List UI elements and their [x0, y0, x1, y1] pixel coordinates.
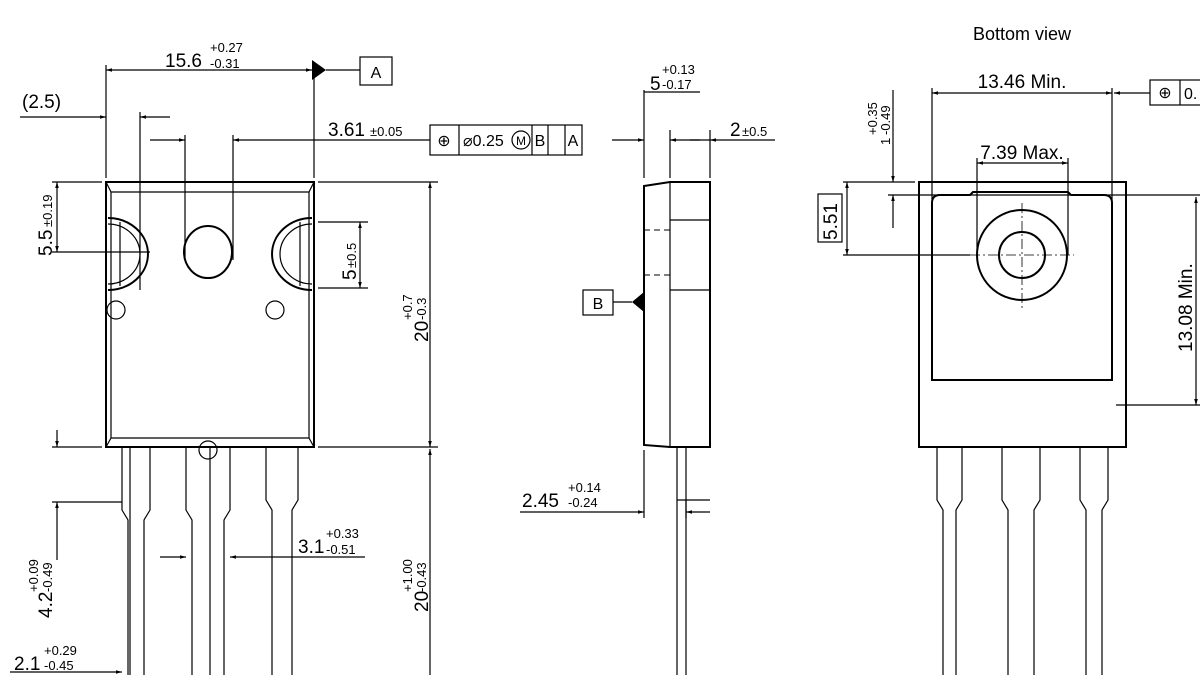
lead-width-dim-upper: +0.33 [326, 526, 359, 541]
lead-narrow-dim-upper: +0.29 [44, 643, 77, 658]
lead-narrow-dim-nominal: 2.1 [14, 654, 40, 675]
ejector-hole-bottom [198, 440, 218, 460]
tab-dim-nominal: 2 [730, 120, 741, 141]
top-dim-upper: +0.35 [865, 102, 880, 135]
fcf-modifier: M [516, 134, 526, 148]
front-view: A 15.6 +0.27 -0.31 (2.5) 3.61 ±0.05 ⊕ ⌀0… [10, 40, 583, 675]
lead-thk-dim-upper: +0.14 [568, 480, 601, 495]
lead-width-dim-nominal: 3.1 [298, 537, 324, 558]
top-dim-lower: -0.49 [878, 105, 893, 135]
datum-b-label: B [593, 296, 604, 313]
bottom-view: Bottom view 13.46 Min. ⊕ 0. 7.39 Max. 1 … [817, 24, 1200, 675]
side-lead [676, 447, 687, 675]
height-dim-nominal: 20 [412, 321, 433, 342]
ejector-hole-right [265, 300, 285, 320]
fcf-tolerance: ⌀0.25 [463, 133, 504, 150]
bottom-lead-2 [1001, 447, 1041, 675]
bottom-view-title: Bottom view [973, 24, 1072, 44]
front-body-bevel [105, 181, 315, 448]
right-notch [271, 217, 313, 291]
shoulder-dim-lower: -0.49 [40, 562, 55, 592]
datum-a-label: A [371, 65, 382, 82]
feature-control-frame: ⊕ ⌀0.25 M B A [429, 124, 583, 156]
hole-dim-nominal: 3.61 [328, 120, 365, 141]
left-notch [107, 217, 149, 291]
lead-narrow-dim-lower: -0.45 [44, 658, 74, 673]
notch-pos-dim-tol: ±0.19 [40, 195, 55, 227]
height-dim-upper: +0.7 [400, 294, 415, 320]
lead-width-dim-lower: -0.51 [326, 542, 356, 557]
mounting-hole [183, 225, 233, 279]
thickness-dim-upper: +0.13 [662, 62, 695, 77]
bottom-lead-1 [936, 447, 963, 675]
height-dim-lower: -0.3 [414, 298, 429, 320]
notch-dim-nominal: 5 [340, 269, 361, 280]
width-min-dim: 13.46 Min. [978, 72, 1067, 93]
height-min-dim: 13.08 Min. [1176, 263, 1197, 352]
bottom-body-outline [918, 181, 1127, 448]
bottom-position-symbol-icon: ⊕ [1158, 85, 1171, 102]
position-symbol-icon: ⊕ [437, 133, 450, 150]
lead-len-dim-nominal: 20 [412, 591, 433, 612]
top-dim-nominal: 1 [878, 138, 893, 145]
basic-dim-box [817, 193, 843, 243]
exposed-pad [931, 191, 1113, 381]
lead-1 [121, 447, 151, 675]
hidden-lines [644, 229, 670, 276]
pad-max-dim: 7.39 Max. [980, 143, 1063, 164]
bottom-lead-3 [1079, 447, 1109, 675]
bottom-fcf: ⊕ 0. [1149, 79, 1200, 106]
ejector-hole-left [106, 300, 126, 320]
thickness-dim-nominal: 5 [650, 74, 661, 95]
lead-len-dim-lower: -0.43 [414, 562, 429, 592]
offset-dim: (2.5) [22, 92, 61, 113]
lead-3 [265, 447, 299, 675]
fcf-datum-a: A [568, 133, 579, 150]
fcf-datum-b: B [535, 133, 546, 150]
width-dim-upper: +0.27 [210, 40, 243, 55]
notch-pos-dim-nominal: 5.5 [36, 230, 57, 256]
width-dim-nominal: 15.6 [165, 51, 202, 72]
lead-thk-dim-lower: -0.24 [568, 495, 598, 510]
hole-dim-tol: ±0.05 [370, 124, 402, 139]
side-body-outline [643, 181, 711, 448]
tab-dim-tol: ±0.5 [742, 124, 767, 139]
bottom-fcf-tolerance: 0. [1184, 86, 1197, 103]
lead-2 [185, 447, 231, 675]
shoulder-dim-upper: +0.09 [26, 559, 41, 592]
datum-a-box [359, 56, 393, 86]
lead-thk-dim-nominal: 2.45 [522, 491, 559, 512]
lead-len-dim-upper: +1.00 [400, 559, 415, 592]
thickness-dim-lower: -0.17 [662, 77, 692, 92]
notch-dim-tol: ±0.5 [344, 243, 359, 268]
width-dim-lower: -0.31 [210, 56, 240, 71]
side-view: B 5 +0.13 -0.17 2 ±0.5 2.45 +0.14 -0.24 [520, 62, 775, 675]
shoulder-dim-nominal: 4.2 [36, 592, 57, 618]
basic-dim: 5.51 [821, 203, 842, 240]
